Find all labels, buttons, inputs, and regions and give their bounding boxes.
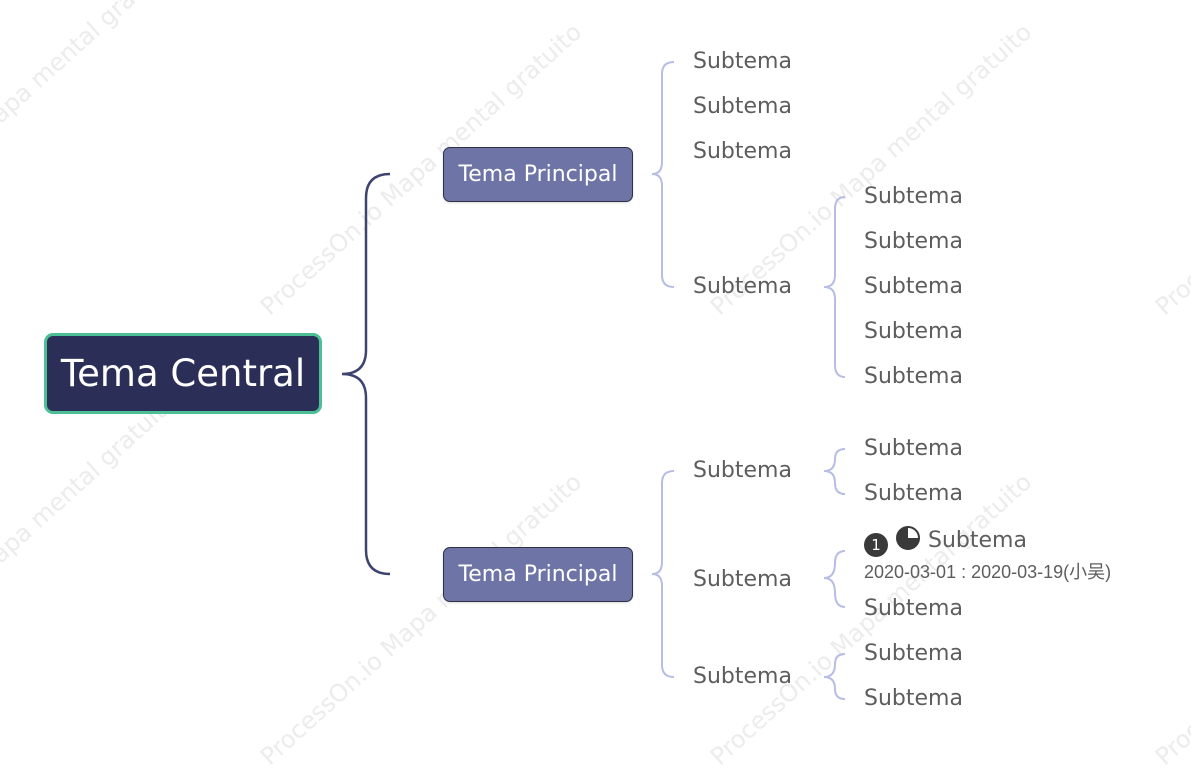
central-topic-label: Tema Central (60, 352, 306, 395)
central-topic[interactable]: Tema Central (44, 333, 322, 414)
branch-2-sub-1-brace (823, 448, 846, 495)
subtopic[interactable]: Subtema (864, 229, 963, 254)
main-topic[interactable]: Tema Principal (443, 547, 633, 602)
subtopic-with-markers[interactable]: 1 Subtema (864, 526, 1027, 557)
branch-2-brace (651, 470, 675, 678)
central-brace (341, 172, 391, 576)
subtopic-label: Subtema (928, 528, 1027, 553)
subtopic[interactable]: Subtema (693, 664, 792, 689)
progress-75-icon (896, 526, 920, 550)
priority-1-icon: 1 (864, 533, 888, 557)
subtopic[interactable]: Subtema (693, 94, 792, 119)
branch-1-brace (651, 61, 675, 288)
subtopic[interactable]: Subtema (864, 481, 963, 506)
subtopic[interactable]: Subtema (864, 274, 963, 299)
subtopic[interactable]: Subtema (864, 686, 963, 711)
main-topic-label: Tema Principal (458, 562, 618, 587)
branch-1-sub-4-brace (823, 196, 846, 378)
subtopic[interactable]: Subtema (864, 596, 963, 621)
subtopic[interactable]: Subtema (864, 641, 963, 666)
subtopic[interactable]: Subtema (864, 184, 963, 209)
task-date-note: 2020-03-01 : 2020-03-19(小吴) (864, 562, 1112, 582)
subtopic[interactable]: Subtema (693, 139, 792, 164)
main-topic-label: Tema Principal (458, 162, 618, 187)
branch-2-sub-2-brace (823, 550, 846, 608)
subtopic[interactable]: Subtema (693, 567, 792, 592)
subtopic[interactable]: Subtema (864, 319, 963, 344)
subtopic[interactable]: Subtema (864, 436, 963, 461)
subtopic[interactable]: Subtema (693, 458, 792, 483)
subtopic[interactable]: Subtema (864, 364, 963, 389)
main-topic[interactable]: Tema Principal (443, 147, 633, 202)
branch-2-sub-3-brace (823, 653, 846, 700)
subtopic[interactable]: Subtema (693, 274, 792, 299)
subtopic[interactable]: Subtema (693, 49, 792, 74)
